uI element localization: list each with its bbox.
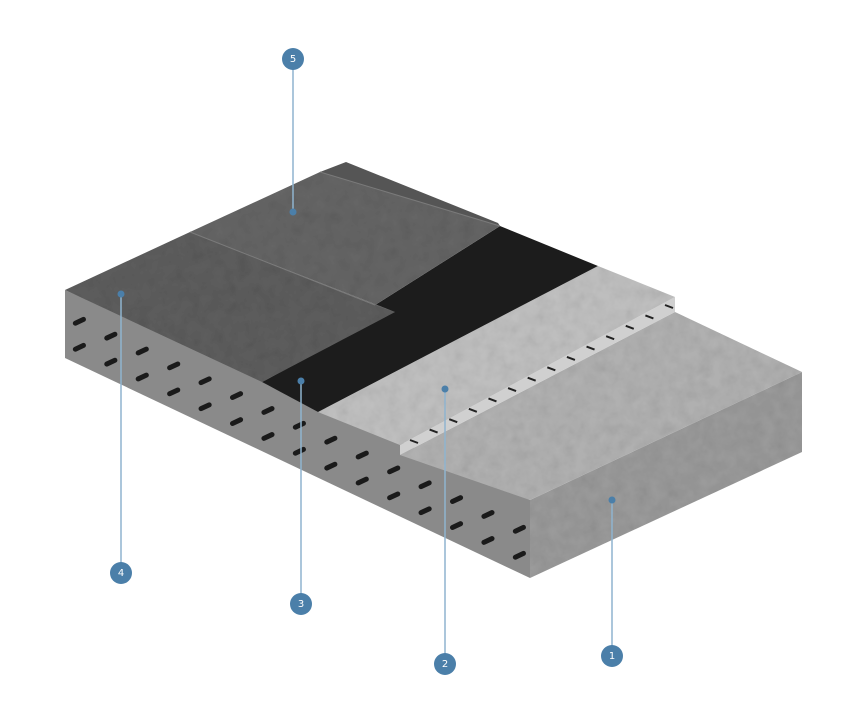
rebar-end — [104, 357, 118, 367]
target-dot — [297, 377, 305, 385]
target-dot — [441, 385, 449, 393]
rebar-end — [72, 316, 86, 326]
rebar-end — [167, 361, 181, 371]
callout-badge[interactable] — [282, 48, 304, 70]
rebar-end — [605, 335, 615, 341]
rebar-end — [104, 331, 118, 341]
felt-seam — [189, 231, 376, 306]
rebar-end — [324, 461, 338, 471]
rebar-end — [387, 491, 401, 501]
rebar-group — [72, 304, 674, 560]
callout-badge[interactable] — [434, 653, 456, 675]
rebar-end — [229, 417, 244, 426]
rebar-end — [198, 376, 212, 386]
rebar-end — [72, 342, 86, 352]
felt-seam — [319, 171, 501, 227]
rebar-end — [449, 495, 464, 504]
rebar-end — [355, 476, 369, 486]
callout-number: 1 — [609, 651, 615, 662]
callout-4: 4 — [110, 290, 132, 584]
rebar-end — [229, 391, 244, 400]
rebar-end — [448, 418, 458, 424]
rebar-end — [355, 450, 369, 460]
rebar-end — [418, 480, 432, 490]
layer-screed-top — [318, 266, 675, 445]
rebar-end — [586, 345, 595, 351]
rebar-end — [449, 521, 464, 530]
callout-2: 2 — [434, 385, 456, 675]
rebar-end — [527, 376, 537, 382]
target-dot — [289, 208, 297, 216]
rebar-end — [198, 402, 212, 412]
slab-front-face — [65, 290, 530, 578]
rebar-end — [261, 432, 275, 441]
layer-felt-top-strip — [320, 162, 500, 226]
layer-felt-upper — [190, 172, 500, 312]
layer-felt-lower — [65, 232, 395, 382]
callout-3: 3 — [290, 377, 312, 615]
rebar-end — [512, 524, 526, 534]
rebar-end — [292, 446, 306, 456]
rebar-end — [512, 550, 526, 560]
callout-1: 1 — [601, 496, 623, 667]
callout-badge[interactable] — [601, 645, 623, 667]
rebar-end — [645, 314, 654, 320]
rebar-end — [481, 536, 495, 545]
rebar-end — [167, 387, 181, 397]
rebar-end — [418, 506, 432, 516]
layer-base-top — [400, 312, 802, 500]
callout-number: 2 — [442, 659, 448, 670]
rebar-end — [507, 387, 517, 393]
rebar-end — [387, 465, 401, 475]
base-side-face — [530, 372, 802, 578]
rebar-end — [546, 366, 556, 372]
callout-number: 3 — [298, 599, 304, 610]
rebar-end — [625, 324, 635, 330]
rebar-end — [409, 439, 419, 444]
rebar-end — [664, 304, 674, 309]
rebar-end — [324, 435, 338, 445]
callout-5: 5 — [282, 48, 304, 216]
callout-badge[interactable] — [290, 593, 312, 615]
rebar-end — [488, 397, 497, 403]
rebar-end — [135, 346, 149, 356]
callout-number: 5 — [290, 54, 296, 65]
layer-bitumen — [262, 226, 598, 412]
rebar-end — [481, 510, 495, 519]
target-dot — [117, 290, 125, 298]
rebar-end — [261, 406, 275, 415]
rebar-end — [429, 428, 438, 434]
callout-number: 4 — [118, 568, 124, 579]
callouts: 1 2 3 4 5 — [110, 48, 623, 675]
rebar-end — [468, 407, 478, 413]
rebar-end — [135, 372, 149, 382]
rebar-end — [292, 420, 306, 430]
callout-badge[interactable] — [110, 562, 132, 584]
target-dot — [608, 496, 616, 504]
rebar-end — [566, 355, 576, 361]
